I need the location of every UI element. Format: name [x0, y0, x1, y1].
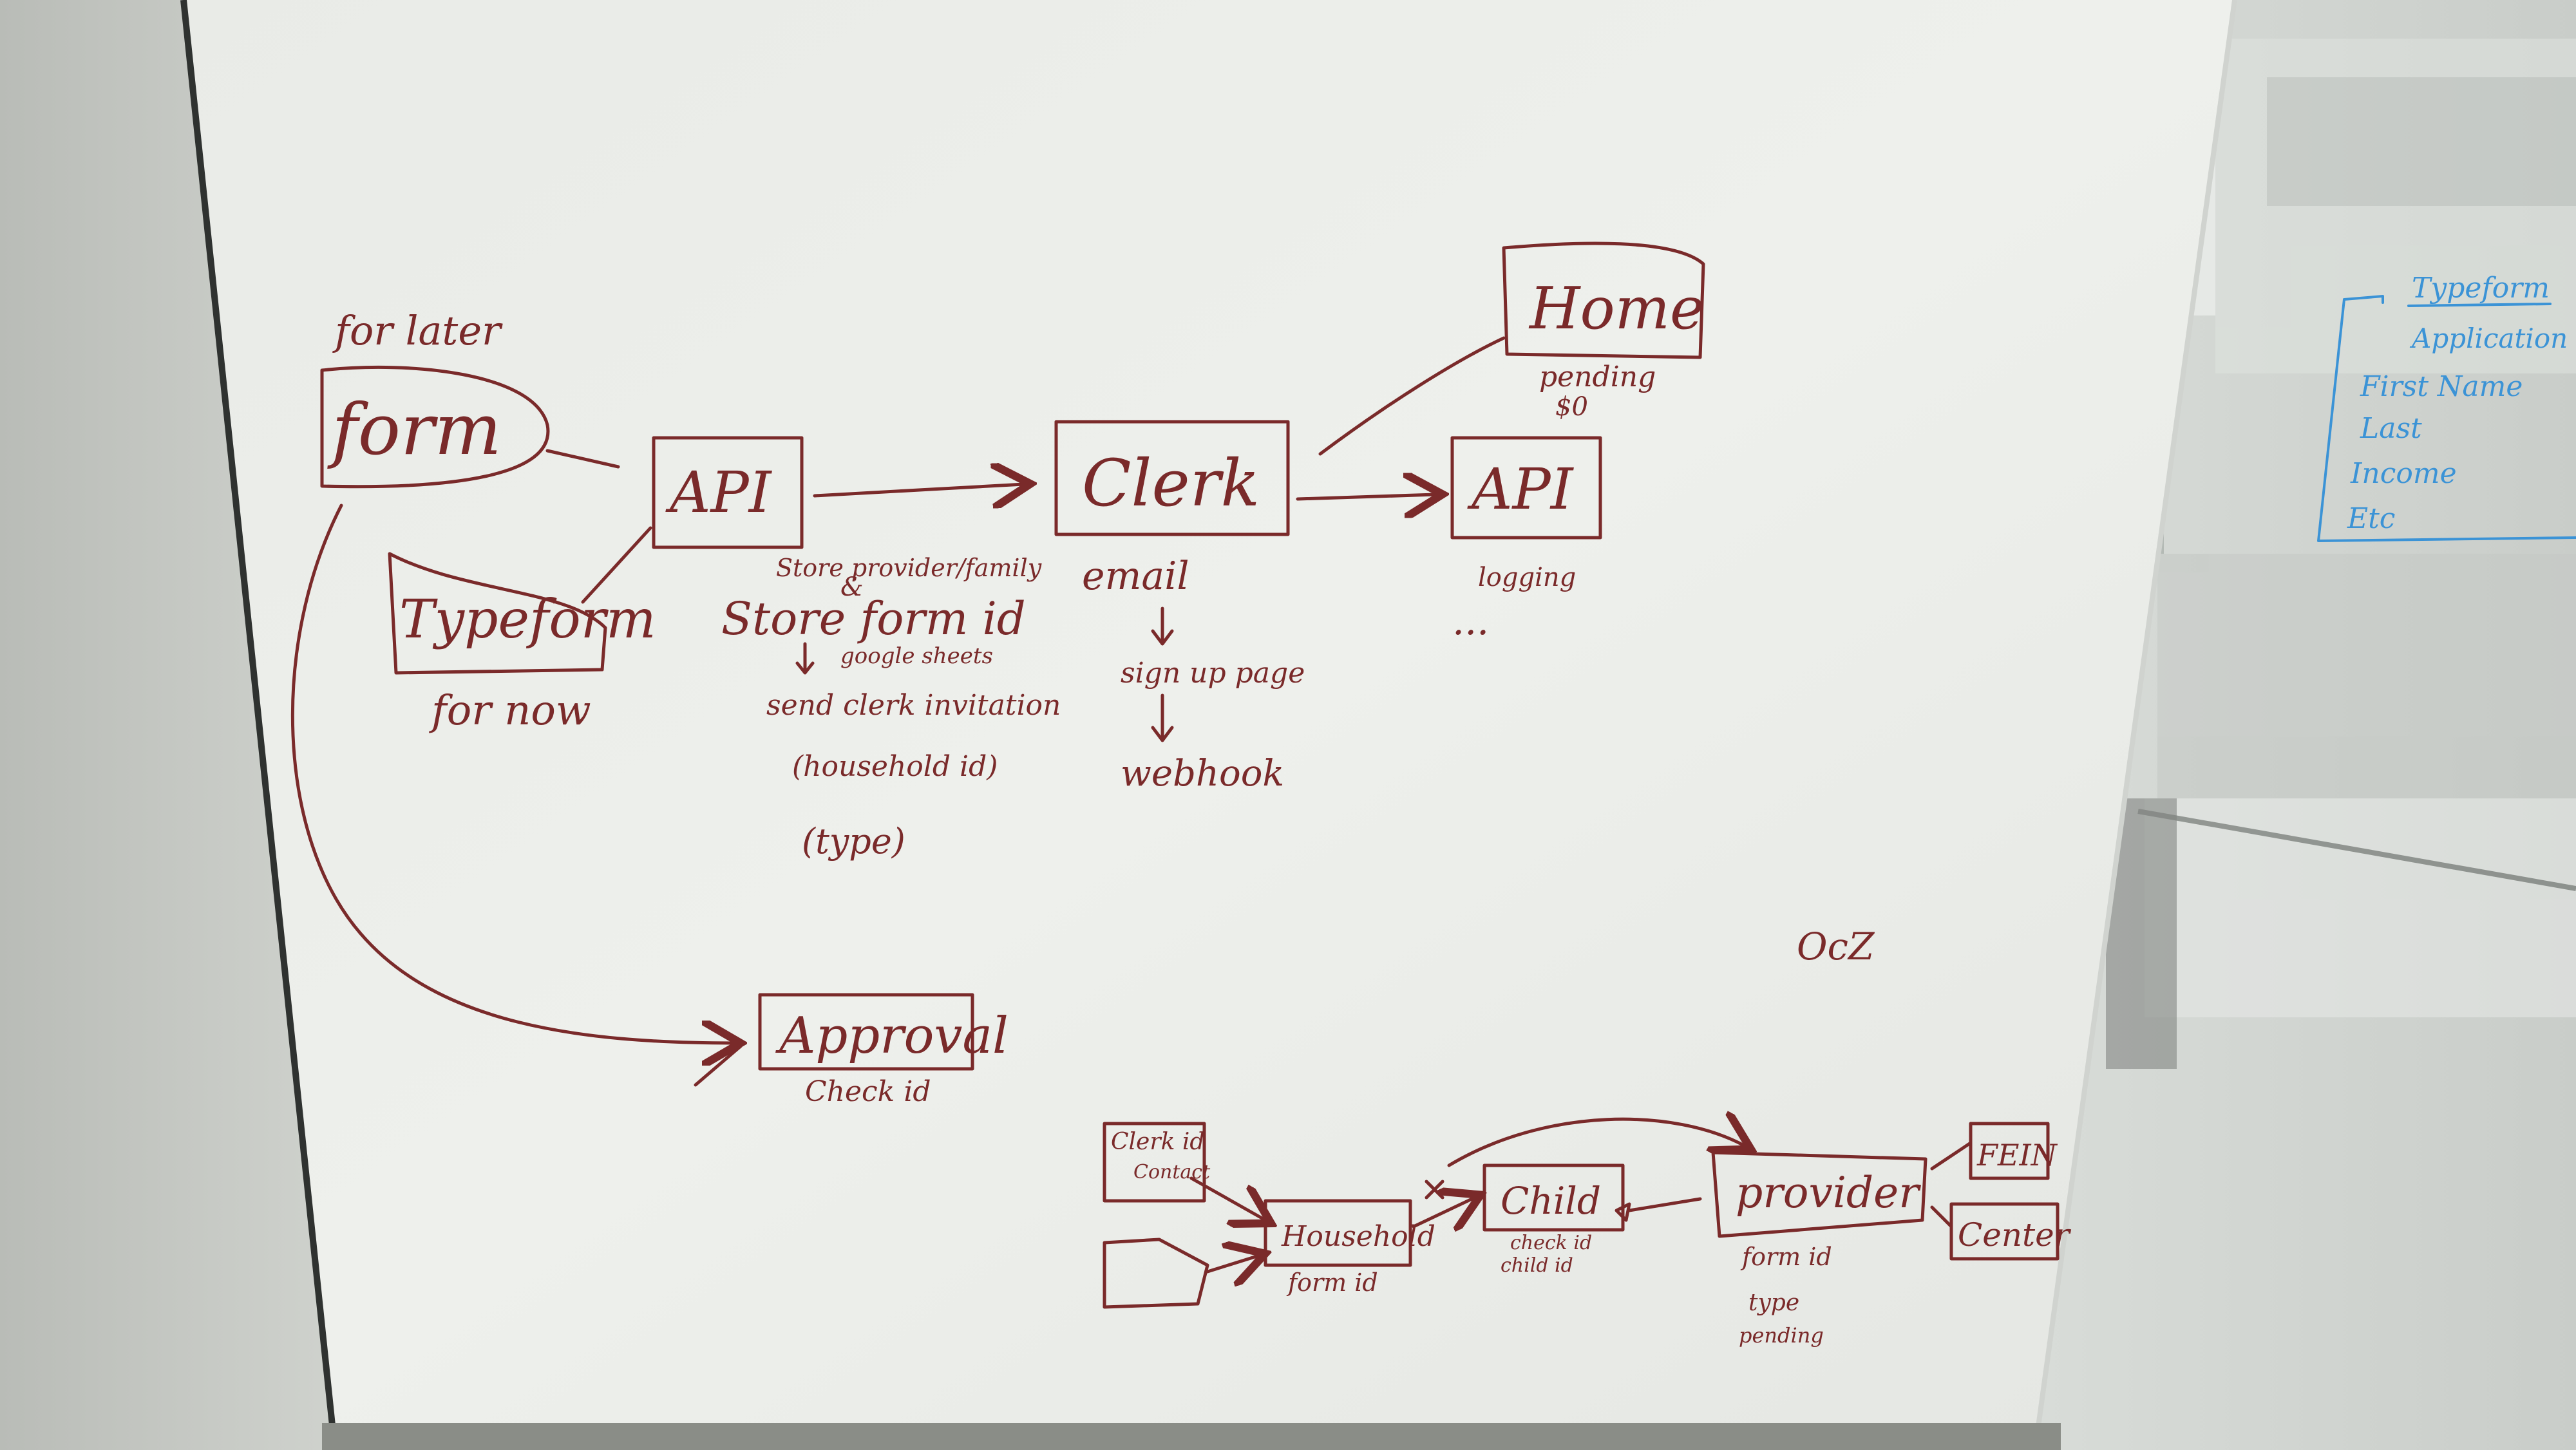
whiteboard-surface	[184, 0, 2235, 1450]
for-now-label: for now	[429, 687, 591, 735]
approval-arrow-tail	[694, 1044, 743, 1087]
for-later-label: for later	[332, 307, 503, 354]
contact-label: Contact	[1133, 1161, 1211, 1183]
provider-to-fein-line	[1930, 1141, 1973, 1171]
api-right-label: API	[1467, 456, 1575, 522]
form-label: form	[327, 388, 502, 471]
first-name-label: First Name	[2360, 370, 2523, 403]
fein-box	[1969, 1122, 2050, 1180]
data-model-diagram: Clerk id Contact Household form id Child…	[1103, 1119, 2072, 1348]
clerk-id-label: Clerk id	[1111, 1129, 1204, 1155]
check-id-label: Check id	[805, 1075, 931, 1108]
clerk-box	[1054, 420, 1290, 536]
child-label: Child	[1501, 1179, 1601, 1223]
household-id-label: (household id)	[792, 750, 998, 783]
store-form-id-label: Store form id	[721, 592, 1026, 645]
household-form-id-label: form id	[1286, 1268, 1378, 1297]
ellipsis-label: ...	[1452, 599, 1489, 644]
api-label: API	[665, 459, 773, 525]
send-clerk-invitation-label: send clerk invitation	[766, 689, 1061, 722]
center-label: Center	[1958, 1216, 2072, 1254]
initials-label: OcZ	[1797, 925, 1875, 968]
etc-label: Etc	[2347, 502, 2395, 535]
clerk-to-home-line	[1318, 336, 1506, 456]
down-arrow-2	[1151, 607, 1174, 646]
logging-label: logging	[1478, 563, 1576, 592]
pending-label: pending	[1539, 361, 1656, 393]
blue-underline	[2407, 303, 2552, 307]
household-box	[1264, 1199, 1412, 1267]
clerk-label: Clerk	[1082, 446, 1260, 521]
household-to-child-arrow	[1412, 1198, 1475, 1227]
type-label: (type)	[802, 821, 905, 862]
window-reflection	[2016, 39, 2576, 1069]
child-provider-line	[1627, 1197, 1702, 1212]
provider-type-label: type	[1748, 1290, 1799, 1316]
center-box	[1949, 1202, 2060, 1261]
down-arrow-1	[795, 642, 815, 675]
blank-entity-box	[1103, 1238, 1209, 1309]
email-label: email	[1082, 554, 1189, 599]
typeform-label: Typeform	[399, 589, 656, 650]
fein-label: FEIN	[1976, 1138, 2058, 1172]
form-to-approval-arrow	[290, 504, 734, 1043]
home-label: Home	[1528, 275, 1704, 343]
clerk-contact-box	[1103, 1122, 1206, 1203]
clerk-to-api-arrow	[1296, 494, 1436, 499]
contact-to-household-arrow	[1189, 1176, 1265, 1220]
blank-to-household-arrow	[1206, 1256, 1259, 1272]
application-label: Application	[2409, 323, 2568, 354]
household-to-provider-curve	[1447, 1119, 1745, 1167]
cross-mark	[1425, 1180, 1444, 1200]
typeform-to-api-line	[581, 526, 652, 604]
sign-up-page-label: sign up page	[1121, 657, 1305, 690]
approval-label: Approval	[775, 1007, 1009, 1065]
api-box	[652, 436, 804, 549]
dollar-zero-label: $0	[1555, 392, 1588, 422]
webhook-label: webhook	[1121, 753, 1284, 795]
provider-box	[1711, 1151, 1927, 1238]
board-left-edge	[180, 0, 338, 1450]
down-arrow-3	[1151, 693, 1174, 742]
typeform-box	[388, 552, 607, 675]
left-flow-diagram: for later form Typeform for now API Stor…	[290, 241, 1875, 1108]
approval-box	[758, 993, 974, 1071]
last-label: Last	[2360, 412, 2422, 445]
provider-form-id-label: form id	[1740, 1243, 1832, 1271]
income-label: Income	[2350, 457, 2457, 490]
ampersand-label: &	[840, 572, 864, 602]
provider-label: provider	[1736, 1168, 1921, 1218]
left-wall-panel	[0, 0, 335, 1450]
typeform-application-panel: Typeform Application First Name Last Inc…	[2317, 272, 2576, 542]
child-check-id-label: check id	[1510, 1232, 1592, 1254]
google-sheets-label: google sheets	[840, 643, 993, 669]
board-bottom-tray	[322, 1423, 2061, 1450]
child-provider-arrowhead	[1615, 1202, 1631, 1222]
board-right-edge	[2032, 0, 2237, 1450]
blue-bracket	[2317, 295, 2576, 542]
store-provider-family-label: Store provider/family	[776, 554, 1042, 582]
child-box	[1482, 1163, 1625, 1232]
household-label: Household	[1281, 1220, 1435, 1253]
home-box	[1502, 241, 1705, 359]
form-box	[320, 365, 550, 489]
provider-pending-label: pending	[1739, 1323, 1824, 1348]
blue-typeform-label: Typeform	[2412, 272, 2550, 305]
provider-to-center-line	[1930, 1205, 1953, 1229]
api-right-box	[1450, 436, 1602, 540]
form-to-api-line	[545, 449, 620, 469]
api-to-clerk-arrow	[813, 484, 1024, 496]
child-id-label: child id	[1501, 1254, 1573, 1277]
